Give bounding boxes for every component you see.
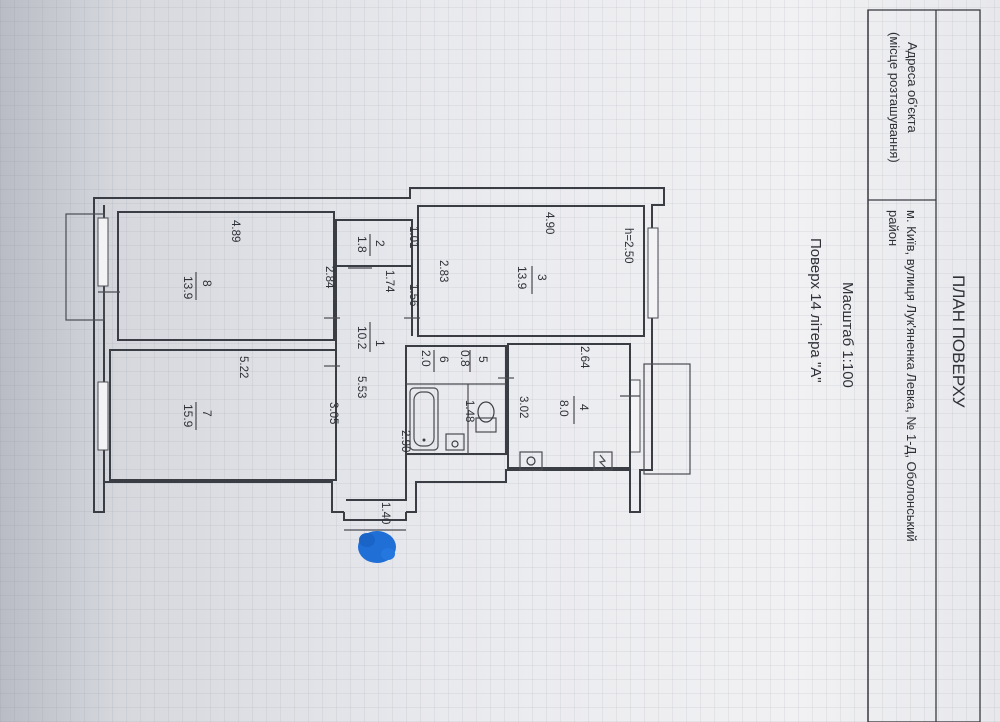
svg-text:2.84: 2.84 xyxy=(323,266,335,289)
svg-text:3.05: 3.05 xyxy=(327,402,339,424)
svg-text:1.74: 1.74 xyxy=(383,270,395,293)
svg-text:6: 6 xyxy=(437,356,451,363)
svg-text:1.01: 1.01 xyxy=(407,226,419,248)
svg-text:5.53: 5.53 xyxy=(355,376,367,398)
svg-text:2: 2 xyxy=(373,240,387,247)
address-line2: район xyxy=(886,210,901,246)
svg-text:2.83: 2.83 xyxy=(437,260,449,282)
room-2-label: 2 1.8 xyxy=(355,234,387,256)
window-room-4 xyxy=(629,379,641,453)
svg-text:5.22: 5.22 xyxy=(237,356,249,378)
room-1-label: 1 10.2 xyxy=(355,322,387,352)
svg-text:4.90: 4.90 xyxy=(543,212,555,234)
address-line1: м. Київ, вулиця Лук'яненка Левка, № 1-Д,… xyxy=(904,210,919,542)
svg-text:3: 3 xyxy=(535,274,549,281)
svg-text:7: 7 xyxy=(200,410,214,417)
svg-text:5: 5 xyxy=(476,356,490,363)
window-room-8 xyxy=(97,217,109,287)
electric-panel-icon xyxy=(593,451,613,471)
svg-text:4.89: 4.89 xyxy=(229,220,241,242)
room-8-label: 8 13.9 xyxy=(181,272,214,300)
room-3-label: 3 13.9 xyxy=(515,266,549,294)
svg-text:4: 4 xyxy=(577,404,591,411)
svg-text:0.8: 0.8 xyxy=(458,350,472,367)
interior-walls xyxy=(109,205,645,501)
room-5-label: 5 0.8 xyxy=(458,350,490,372)
svg-text:1.8: 1.8 xyxy=(355,236,369,253)
svg-text:10.2: 10.2 xyxy=(355,326,369,350)
title-block-frame xyxy=(867,9,981,722)
svg-text:1.48: 1.48 xyxy=(463,400,475,422)
ink-stamp-blot xyxy=(358,531,396,563)
bathtub-icon xyxy=(409,387,439,451)
stove-icon xyxy=(519,451,543,471)
svg-text:8.0: 8.0 xyxy=(557,400,571,417)
sink-icon xyxy=(445,433,465,451)
svg-text:13.9: 13.9 xyxy=(515,266,529,290)
svg-text:1.40: 1.40 xyxy=(379,502,391,524)
address-label-line2: (місце розташування) xyxy=(887,32,902,163)
svg-text:3.02: 3.02 xyxy=(517,396,529,418)
svg-text:15.9: 15.9 xyxy=(181,404,195,428)
svg-text:8: 8 xyxy=(200,280,214,287)
svg-text:2.64: 2.64 xyxy=(578,346,590,369)
room-6-label: 6 2.0 xyxy=(419,350,451,372)
balcony-right xyxy=(643,363,691,475)
dimension-ticks xyxy=(98,267,640,397)
dimension-labels: 4.89 2.84 5.22 3.05 1.01 1.74 1.56 5.53 … xyxy=(229,212,590,524)
floor-label: Поверх 14 літера "А" xyxy=(807,238,824,383)
svg-text:2.90: 2.90 xyxy=(399,430,411,452)
scale-label: Масштаб 1:100 xyxy=(839,282,856,388)
svg-text:2.0: 2.0 xyxy=(419,350,433,367)
svg-text:1.56: 1.56 xyxy=(407,284,419,306)
toilet-icon xyxy=(475,401,497,433)
ceiling-height-note: h=2.50 xyxy=(622,228,634,264)
address-label-line1: Адреса об'єкта xyxy=(905,42,920,133)
window-room-7 xyxy=(97,381,109,451)
room-4-label: 4 8.0 xyxy=(557,396,591,424)
room-7-label: 7 15.9 xyxy=(181,402,214,430)
svg-text:1: 1 xyxy=(373,340,387,347)
svg-text:13.9: 13.9 xyxy=(181,276,195,300)
plan-title: ПЛАН ПОВЕРХУ xyxy=(949,275,968,408)
window-room-3 xyxy=(647,227,659,319)
